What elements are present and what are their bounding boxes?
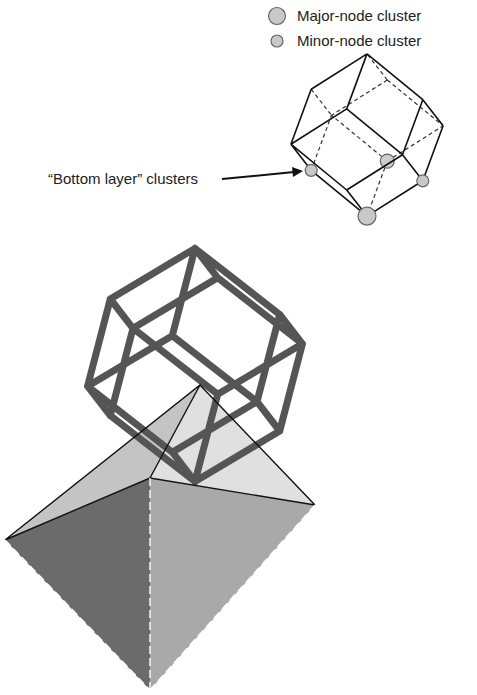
minor-cluster bbox=[417, 175, 429, 187]
pyramid-dashed-edges bbox=[5, 478, 315, 690]
major-cluster bbox=[358, 207, 376, 225]
legend-sample bbox=[269, 8, 286, 25]
visible-edges bbox=[291, 54, 443, 216]
pyramid-face bbox=[150, 478, 315, 690]
legend-text: Major-node cluster bbox=[297, 7, 421, 25]
callout-label: “Bottom layer” clusters bbox=[48, 170, 198, 188]
pyramid-ridges bbox=[5, 385, 315, 540]
legend-sample bbox=[271, 35, 283, 47]
arrow-head bbox=[292, 167, 303, 177]
legend-text: Minor-node cluster bbox=[297, 32, 421, 50]
pyramid-face bbox=[5, 478, 150, 690]
minor-cluster bbox=[305, 164, 317, 176]
wireframe-figure bbox=[291, 54, 443, 225]
hidden-edges bbox=[311, 54, 443, 216]
pointer-arrow bbox=[222, 172, 294, 179]
frame-figure bbox=[88, 248, 303, 481]
